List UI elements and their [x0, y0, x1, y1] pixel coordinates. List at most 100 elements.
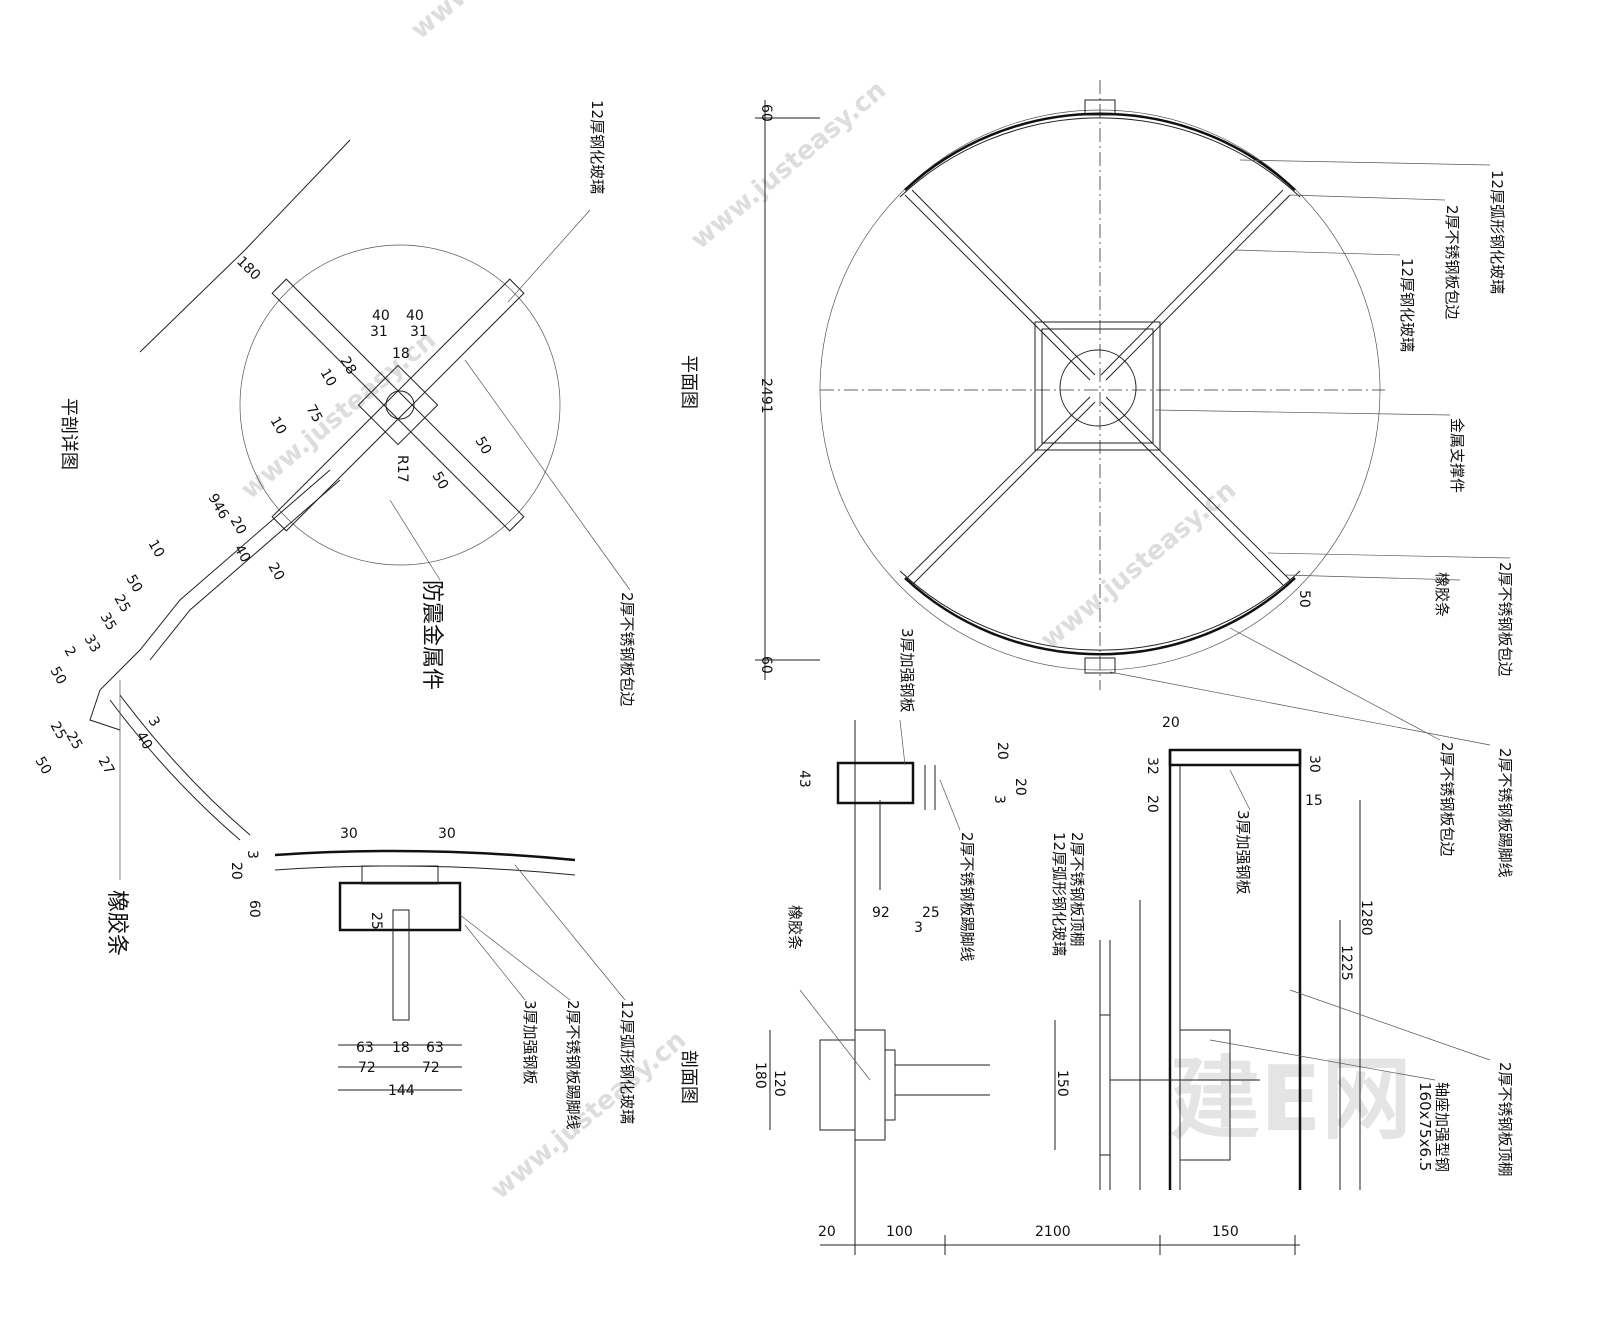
dimension-label: 20 [227, 514, 250, 537]
detail-label-arc-glass: 12厚弧形钢化玻璃 [618, 1000, 636, 1124]
detail-label-glass: 12厚钢化玻璃 [588, 100, 606, 194]
section-label-plate: 3厚加强钢板 [898, 628, 916, 713]
detail-label-skirting: 2厚不锈钢板踢脚线 [564, 1000, 582, 1130]
dimension-label: 32 [1144, 757, 1160, 775]
dimension-label: 92 [872, 905, 890, 921]
dimension-label: 144 [388, 1083, 415, 1099]
title-plan: 平面图 [678, 355, 699, 409]
dimension-label: 72 [358, 1060, 376, 1076]
dimension-label: 20 [228, 862, 244, 880]
dimension-label: 3 [244, 850, 260, 859]
dimension-label: R17 [394, 455, 410, 483]
dimension-label: 50 [429, 469, 452, 492]
dimension-label: 30 [438, 826, 456, 842]
section-label-axle-spec: 160x75x6.5 [1416, 1082, 1434, 1171]
watermark: www.justeasy.cn www.justeasy.cn www.just… [235, 0, 1411, 1205]
label-edge-wrap: 2厚不锈钢板包边 [1443, 205, 1461, 320]
dimension-label: 31 [410, 324, 428, 340]
dimension-label: 50 [123, 572, 146, 595]
dimension-label: 63 [426, 1040, 444, 1056]
dimension-label: 3 [991, 795, 1007, 804]
dimension-label: 33 [81, 632, 104, 655]
dimension-label: 31 [370, 324, 388, 340]
dimension-label: 100 [886, 1224, 913, 1240]
dimension-label: 40 [231, 542, 254, 565]
dimension-label: 25 [368, 912, 384, 930]
detail-label-rubber: 橡胶条 [104, 890, 129, 956]
dimension-label: 20 [1144, 795, 1160, 813]
dimension-label: 1225 [1338, 945, 1354, 981]
section-label-axle: 轴座加强型钢 [1433, 1082, 1451, 1172]
dimension-label: 18 [392, 346, 410, 362]
dimension-label: 27 [95, 754, 118, 777]
section-label-rubber: 橡胶条 [786, 905, 804, 950]
dimension-label: 28 [337, 354, 360, 377]
dimension-label: 75 [303, 402, 326, 425]
dimension-label: 3 [914, 920, 923, 936]
dimension-label: 25 [63, 729, 86, 752]
detail-label-edge-wrap: 2厚不锈钢板包边 [618, 592, 636, 707]
dimension-label: 3 [145, 714, 163, 730]
dimension-label: 120 [771, 1070, 787, 1097]
dimension-label: 35 [97, 610, 120, 633]
plan-view: 60 2491 60 50 12厚弧形钢化玻璃 2厚不锈钢板包边 12厚钢化玻璃… [678, 80, 1514, 878]
detail-label-plate: 3厚加强钢板 [521, 1000, 539, 1085]
dimension-label: 25 [47, 719, 70, 742]
dimension-label: www.justeasy.cn [685, 75, 892, 255]
dimension-label: 1280 [1358, 900, 1374, 936]
dimension-label: 25 [111, 592, 134, 615]
dimension-label: 30 [340, 826, 358, 842]
label-arc-glass: 12厚弧形钢化玻璃 [1488, 170, 1506, 294]
label-rubber: 橡胶条 [1433, 572, 1451, 617]
dimension-label: 180 [233, 254, 263, 284]
dimension-label: 2100 [1035, 1224, 1071, 1240]
section-view: 43 20 20 3 92 25 3 120 180 20 32 20 30 1… [678, 628, 1514, 1255]
dimension-label: 40 [372, 308, 390, 324]
dimension-label: 2 [61, 644, 79, 660]
dimension-label: 建E网 [1170, 1047, 1411, 1152]
label-skirting: 2厚不锈钢板踢脚线 [1496, 748, 1514, 878]
section-label-ceiling-right: 2厚不锈钢板顶棚 [1496, 1062, 1514, 1177]
label-edge-wrap-2: 2厚不锈钢板包边 [1496, 562, 1514, 677]
dimension-label: 50 [32, 754, 55, 777]
dimension-label: 15 [1305, 793, 1323, 809]
section-label-plate-right: 3厚加强钢板 [1234, 810, 1252, 895]
section-label-arc-glass: 12厚弧形钢化玻璃 [1050, 832, 1068, 956]
dimension-label: www.justeasy.cn [485, 1025, 692, 1205]
label-support: 金属支撑件 [1448, 418, 1466, 493]
dimension-label: 30 [1306, 755, 1322, 773]
dimension-label: 25 [922, 905, 940, 921]
plan-dim-top: 60 [758, 104, 774, 122]
section-label-skirting: 2厚不锈钢板踢脚线 [958, 832, 976, 962]
title-section: 剖面图 [678, 1050, 699, 1104]
dimension-label: 43 [796, 770, 812, 788]
dimension-label: 150 [1212, 1224, 1239, 1240]
label-glass: 12厚钢化玻璃 [1398, 258, 1416, 352]
dimension-label: 20 [1012, 778, 1028, 796]
dimension-label: 20 [818, 1224, 836, 1240]
plan-dim-total: 2491 [758, 378, 774, 414]
detail-view: 180 40 40 31 31 18 28 10 75 10 R17 50 50… [32, 100, 636, 1130]
dimension-label: 10 [145, 537, 168, 560]
dimension-label: 50 [47, 664, 70, 687]
dimension-label: 20 [994, 742, 1010, 760]
dimension-label: 20 [1162, 715, 1180, 731]
dimension-label: 180 [752, 1062, 768, 1089]
plan-dim-bottom: 60 [758, 656, 774, 674]
label-edge-wrap-3: 2厚不锈钢板包边 [1438, 742, 1456, 857]
section-label-ceiling: 2厚不锈钢板顶棚 [1068, 832, 1086, 947]
dimension-label: 60 [246, 900, 262, 918]
dimension-label: 946 [205, 491, 232, 522]
dimension-label: 50 [1296, 590, 1312, 608]
dimension-label: 72 [422, 1060, 440, 1076]
dimension-label: 10 [267, 414, 290, 437]
dimension-label: 40 [406, 308, 424, 324]
title-detail: 平剖详图 [58, 398, 79, 470]
dimension-label: 150 [1054, 1070, 1070, 1097]
dimension-label: 20 [265, 560, 288, 583]
dimension-label: 40 [133, 729, 156, 752]
dimension-label: 63 [356, 1040, 374, 1056]
dimension-label: 10 [317, 366, 340, 389]
dimension-label: www.justeasy.cn [405, 0, 612, 45]
